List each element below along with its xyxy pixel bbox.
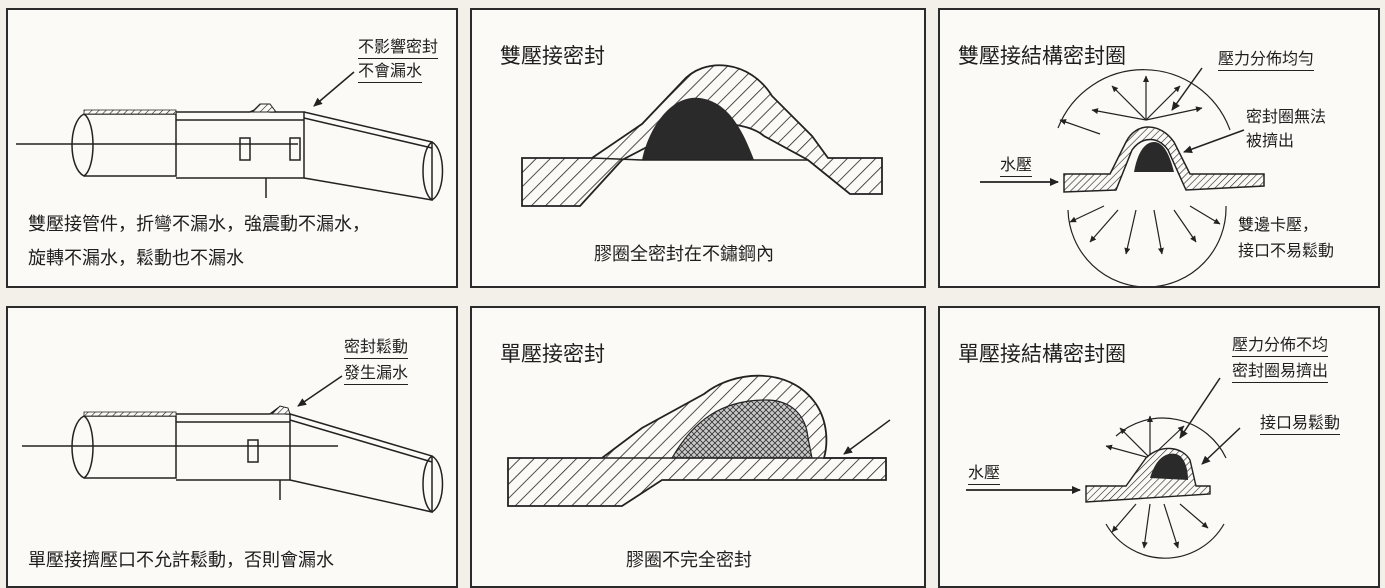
label-water-pressure: 水壓 [968,462,1001,485]
panel-title: 單壓接結構密封圈 [958,342,1126,366]
note-joint-loose: 接口易鬆動 [1260,412,1341,435]
label-leak-occurs: 發生漏水 [344,362,409,385]
double-press-seal-section [521,64,883,207]
panel-double-press-seal: 雙壓接密封 膠圈全密封在不鏽鋼內 [470,8,926,288]
panel-caption: 膠圈全密封在不鏽鋼內 [594,244,774,265]
caption-line-2: 旋轉不漏水，鬆動也不漏水 [28,248,244,269]
double-press-ring-diagram [980,67,1265,286]
note-double-clamp-2: 接口不易鬆動 [1238,241,1335,260]
caption-line-1: 雙壓接管件，折彎不漏水，強震動不漏水， [28,214,370,235]
panel-single-press-seal: 單壓接密封 膠圈不完全密封 [470,306,926,588]
single-press-pipe-drawing [22,375,444,513]
panel-caption: 膠圈不完全密封 [626,550,752,571]
panel-double-press-ring: 雙壓接結構密封圈 壓力分佈均勻 密封圈無法 被擠出 雙邊卡壓， 接口不易鬆動 水… [938,8,1380,288]
label-no-seal-impact: 不影響密封 [358,36,439,59]
single-press-ring-diagram [966,377,1241,559]
panel-caption: 單壓接擠壓口不允許鬆動，否則會漏水 [28,550,334,571]
note-ring-not-extruded-1: 密封圈無法 [1246,107,1327,126]
panel-title: 雙壓接密封 [500,44,605,68]
note-ring-not-extruded-2: 被擠出 [1246,131,1295,150]
note-even-pressure: 壓力分佈均勻 [1218,48,1315,71]
panel-title: 單壓接密封 [500,342,605,366]
panel-title: 雙壓接結構密封圈 [958,44,1126,68]
single-press-seal-section [507,374,891,507]
note-ring-extruded: 密封圈易擠出 [1232,360,1329,383]
label-water-pressure: 水壓 [1000,154,1033,177]
panel-single-press-ring: 單壓接結構密封圈 壓力分佈不均 密封圈易擠出 接口易鬆動 水壓 [938,306,1380,588]
note-double-clamp-1: 雙邊卡壓， [1238,215,1319,234]
panel-single-press-pipe: 密封鬆動 發生漏水 單壓接擠壓口不允許鬆動，否則會漏水 [6,306,458,588]
panel-double-press-pipe: 不影響密封 不會漏水 雙壓接管件，折彎不漏水，強震動不漏水， 旋轉不漏水，鬆動也… [6,8,458,288]
label-no-leak: 不會漏水 [358,60,423,83]
note-uneven-pressure: 壓力分佈不均 [1232,334,1329,357]
label-seal-loose: 密封鬆動 [344,336,409,359]
double-press-pipe-drawing [16,71,444,201]
